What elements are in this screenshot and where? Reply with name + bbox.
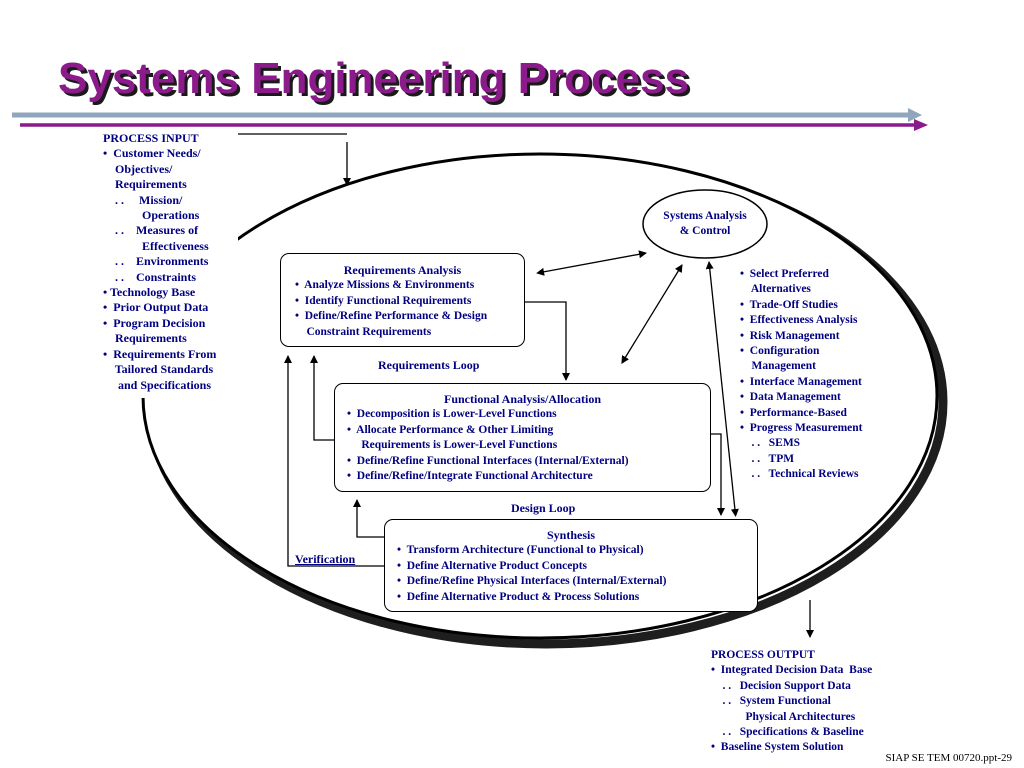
process-output-line: • Baseline System Solution <box>711 741 844 754</box>
process-input-line: Objectives/ <box>103 161 173 176</box>
functional-analysis-box: Functional Analysis/Allocation • Decompo… <box>334 383 711 492</box>
control-activity-item: • Configuration <box>740 345 820 358</box>
functional-analysis-heading: Functional Analysis/Allocation <box>443 392 602 406</box>
process-output-line: . . Specifications & Baseline <box>711 726 864 739</box>
process-output-line: PROCESS OUTPUT <box>711 649 815 661</box>
design-loop-label: Design Loop <box>511 501 576 515</box>
control-arrow-req <box>536 250 647 276</box>
requirements-analysis-item: • Identify Functional Requirements <box>295 294 472 307</box>
control-activity-item: • Select Preferred <box>740 268 829 280</box>
control-activity-item: • Data Management <box>740 391 841 404</box>
requirements-analysis-box: Requirements Analysis • Analyze Missions… <box>280 253 525 347</box>
control-activity-item: . . SEMS <box>740 437 801 450</box>
systems-analysis-ellipse <box>642 189 768 259</box>
requirements-loop-label: Requirements Loop <box>378 358 480 372</box>
process-output-line: . . System Functional <box>711 695 831 708</box>
functional-analysis-item: Requirements is Lower-Level Functions <box>347 439 558 452</box>
process-output-line: • Integrated Decision Data Base <box>711 664 873 677</box>
process-input-line: . . Constraints <box>103 269 197 284</box>
control-activity-item: Management <box>740 360 817 373</box>
control-activity-item: • Risk Management <box>740 329 840 342</box>
requirements-analysis-item: Constraint Requirements <box>295 325 432 338</box>
process-input-line: • Requirements From <box>103 346 217 361</box>
synthesis-item: • Define/Refine Physical Interfaces (Int… <box>397 575 667 588</box>
synthesis-heading: Synthesis <box>546 528 596 542</box>
systems-analysis-line: & Control <box>679 225 731 237</box>
process-input-line: Tailored Standards <box>103 362 214 377</box>
functional-analysis-item: • Define/Refine Functional Interfaces (I… <box>347 454 629 467</box>
requirements-analysis-item: • Analyze Missions & Environments <box>295 279 475 292</box>
verification-label: Verification <box>295 552 356 566</box>
control-activity-item: . . Technical Reviews <box>740 468 859 481</box>
control-activity-item: • Trade-Off Studies <box>740 298 838 311</box>
control-activities-list: • Select Preferred Alternatives • Trade-O… <box>740 267 863 483</box>
process-output-line: Physical Architectures <box>711 710 856 723</box>
process-input-line: and Specifications <box>103 377 212 392</box>
process-input-line: Operations <box>103 208 200 223</box>
process-input-line: Requirements <box>103 331 187 346</box>
control-activity-item: • Effectiveness Analysis <box>740 314 858 327</box>
process-input-line: . . Mission/ <box>103 192 183 207</box>
systems-analysis-line: Systems Analysis <box>663 210 747 222</box>
control-activity-item: • Performance-Based <box>740 406 847 419</box>
process-input-line: . . Measures of <box>103 223 199 238</box>
control-activity-item: Alternatives <box>740 283 811 296</box>
control-activity-item: • Interface Management <box>740 375 862 388</box>
process-input-line: • Customer Needs/ <box>103 146 201 161</box>
process-output-line: . . Decision Support Data <box>711 679 851 692</box>
page-title: Systems Engineering Process <box>58 54 689 103</box>
process-input-line: PROCESS INPUT <box>103 131 199 145</box>
process-input-line: • Program Decision <box>103 315 206 330</box>
input-arrow <box>238 133 351 186</box>
functional-analysis-item: • Define/Refine/Integrate Functional Arc… <box>347 470 593 483</box>
process-output: PROCESS OUTPUT • Integrated Decision Data… <box>711 648 872 756</box>
control-activity-item: . . TPM <box>740 452 795 465</box>
control-activity-item: • Progress Measurement <box>740 422 863 435</box>
design-loop-arrow <box>353 499 384 538</box>
control-arrow-func <box>621 264 683 364</box>
functional-analysis-item: • Allocate Performance & Other Limiting <box>347 423 554 436</box>
systems-analysis-label: Systems Analysis & Control <box>645 209 765 239</box>
req-to-func-arrow <box>524 301 570 381</box>
synthesis-item: • Define Alternative Product & Process S… <box>397 590 640 603</box>
control-arrow-synth <box>705 261 739 517</box>
process-input-line: Requirements <box>103 177 187 192</box>
functional-analysis-item: • Decomposition is Lower-Level Functions <box>347 408 557 421</box>
slide-footer: SIAP SE TEM 00720.ppt-29 <box>885 752 1012 764</box>
synthesis-item: • Define Alternative Product Concepts <box>397 559 588 572</box>
synthesis-box: Synthesis • Transform Architecture (Func… <box>384 519 758 612</box>
title-underline <box>12 108 928 131</box>
synthesis-item: • Transform Architecture (Functional to … <box>397 544 644 557</box>
process-input-line: . . Environments <box>103 254 209 269</box>
process-input: PROCESS INPUT• Customer Needs/ Objective… <box>103 131 216 393</box>
process-input-line: • Technology Base <box>103 285 196 300</box>
process-input-line: • Prior Output Data <box>103 300 209 315</box>
requirements-analysis-item: • Define/Refine Performance & Design <box>295 310 488 323</box>
requirements-analysis-heading: Requirements Analysis <box>343 263 462 277</box>
requirements-loop-arrow <box>310 355 334 441</box>
verification-arrow <box>284 355 384 567</box>
process-input-line: Effectiveness <box>103 238 209 253</box>
